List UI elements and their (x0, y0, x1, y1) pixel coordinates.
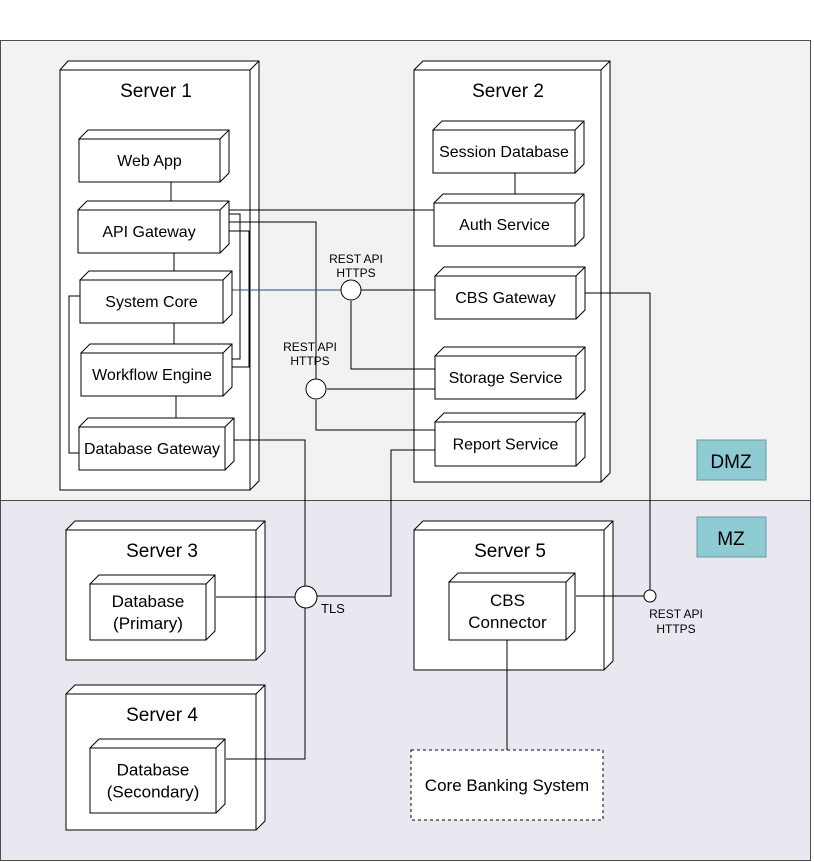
cbs-connector-label-line1: CBS (490, 591, 525, 610)
cbs-gateway-component: CBS Gateway (434, 266, 586, 320)
auth-service-label: Auth Service (459, 217, 550, 234)
core-banking-system-box: Core Banking System (410, 749, 604, 821)
rest-api-1-label-line1: REST API (329, 252, 383, 266)
workflow-engine-label: Workflow Engine (92, 367, 212, 384)
link-dbgateway-tls (234, 439, 306, 586)
database-secondary-label-line1: Database (117, 760, 190, 779)
connectors (68, 173, 651, 760)
link-rest2-report (315, 400, 435, 431)
rest-api-3-label-line2: HTTPS (656, 622, 695, 636)
link-systemcore-dbgateway (68, 295, 80, 454)
api-gateway-component: API Gateway (77, 200, 230, 254)
report-service-label: Report Service (453, 437, 559, 454)
link-dbsecondary-tls (226, 608, 306, 760)
mz-label: MZ (717, 529, 745, 550)
rest-api-1-interface (340, 279, 362, 301)
cbs-gateway-label: CBS Gateway (455, 290, 555, 307)
auth-service-component: Auth Service (433, 193, 585, 247)
rest-api-3-label-line1: REST API (649, 607, 703, 621)
web-app-label: Web App (117, 153, 182, 170)
server-5-title: Server 5 (474, 541, 546, 562)
link-report-tls (317, 449, 435, 597)
link-apigateway-workflow-2 (229, 230, 250, 368)
database-primary-component: Database (Primary) (89, 574, 216, 641)
system-core-component: System Core (79, 270, 233, 324)
storage-service-label: Storage Service (449, 370, 563, 387)
link-cbsgateway-rest3 (585, 292, 651, 590)
link-apigateway-rest2 (229, 221, 317, 379)
dmz-badge: DMZ (696, 439, 767, 481)
database-secondary-component: Database (Secondary) (89, 738, 226, 814)
storage-service-component: Storage Service (434, 346, 586, 400)
database-secondary-label-line2: (Secondary) (107, 782, 200, 801)
cbs-connector-component: CBS Connector (448, 572, 576, 641)
rest-api-3-interface (643, 589, 657, 603)
server-3-title: Server 3 (126, 541, 198, 562)
web-app-component: Web App (78, 129, 230, 183)
rest-api-1-label-line2: HTTPS (336, 266, 375, 280)
core-banking-system-label: Core Banking System (425, 776, 589, 795)
mz-badge: MZ (696, 516, 767, 558)
workflow-engine-component: Workflow Engine (80, 343, 233, 397)
database-primary-label-line1: Database (112, 592, 185, 611)
system-core-label: System Core (105, 294, 198, 311)
rest-api-2-label-line1: REST API (283, 340, 337, 354)
server-4-title: Server 4 (126, 705, 198, 726)
interfaces (294, 279, 657, 609)
database-gateway-component: Database Gateway (78, 417, 235, 471)
api-gateway-label: API Gateway (102, 224, 195, 241)
link-rest1-storage (350, 301, 435, 370)
server-1-title: Server 1 (120, 81, 192, 102)
server-2-title: Server 2 (472, 81, 544, 102)
link-apigateway-workflow (229, 213, 241, 360)
dmz-label: DMZ (710, 452, 752, 473)
database-gateway-label: Database Gateway (84, 441, 220, 458)
tls-interface (294, 585, 318, 609)
session-database-label: Session Database (439, 144, 569, 161)
report-service-component: Report Service (434, 412, 586, 467)
rest-api-2-label-line2: HTTPS (290, 354, 329, 368)
tls-label: TLS (321, 601, 345, 616)
cbs-connector-label-line2: Connector (468, 613, 547, 632)
session-database-component: Session Database (432, 120, 585, 174)
database-primary-label-line2: (Primary) (113, 614, 183, 633)
rest-api-2-interface (305, 378, 327, 400)
